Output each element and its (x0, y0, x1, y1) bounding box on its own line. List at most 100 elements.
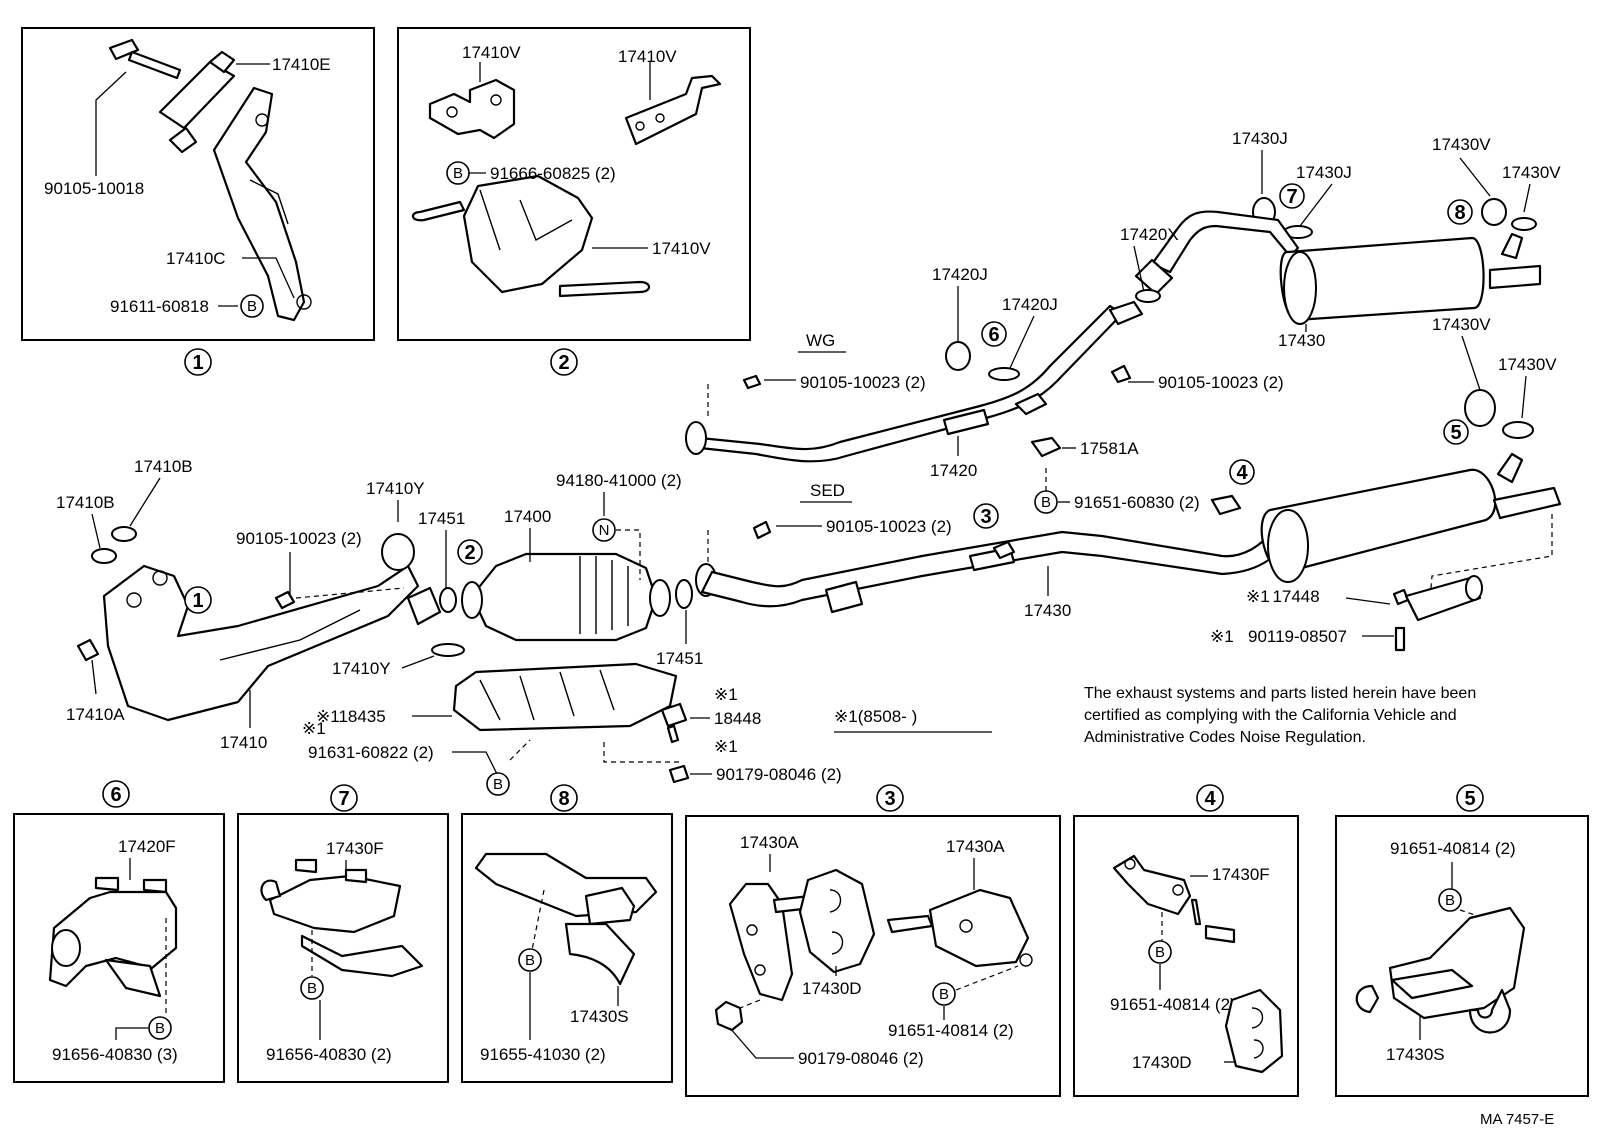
callout-star-1-a: ※1 (302, 719, 326, 738)
callout-17410E: 17410E (272, 55, 331, 74)
bolt-marker-b: B (1445, 892, 1455, 909)
callout-94180-41000: 94180-41000 (2) (556, 471, 682, 490)
callout-91611-60818: 91611-60818 (110, 297, 209, 316)
callout-17420F: 17420F (118, 837, 176, 856)
detail-box-5: 91651-40814 (2) B 17430S (1335, 815, 1589, 1097)
callout-17430A-b: 17430A (946, 837, 1005, 856)
callout-90105-10023-sed: 90105-10023 (2) (826, 517, 952, 536)
callout-17410Y-b: 17410Y (332, 659, 391, 678)
callout-17430S-a: 17430S (570, 1007, 629, 1026)
callout-90119-08507: 90119-08507 (1248, 627, 1347, 646)
certification-note-line-3: Administrative Codes Noise Regulation. (1084, 729, 1366, 746)
bolt-marker-b: B (1041, 494, 1051, 511)
callout-17451-a: 17451 (418, 509, 465, 528)
ref-marker-3: 3 (980, 506, 991, 528)
callout-17410B-a: 17410B (134, 457, 193, 476)
detail-box-3: 17430A 17430D 17430A B 91651-40814 (2) 9… (685, 815, 1061, 1097)
callout-17400: 17400 (504, 507, 551, 526)
callout-18448: 18448 (714, 709, 761, 728)
certification-note-line-1: The exhaust systems and parts listed her… (1084, 685, 1476, 702)
callout-17430F-a: 17430F (326, 839, 384, 858)
callout-17410B-b: 17410B (56, 493, 115, 512)
callout-star-18435: ※118435 (316, 707, 386, 726)
bolt-marker-b: B (493, 776, 503, 793)
callout-17410V-a: 17410V (462, 43, 521, 62)
callout-17430S-b: 17430S (1386, 1045, 1445, 1064)
callout-17410C: 17410C (166, 249, 226, 268)
box-number-1: 1 (192, 352, 203, 374)
callout-17430V-c: 17430V (1432, 315, 1491, 334)
callout-17430V-d: 17430V (1498, 355, 1557, 374)
detail-box-1: B 17410E 90105-10018 17410C 91611-60818 (21, 27, 375, 341)
callout-17410: 17410 (220, 733, 267, 752)
callout-star-8508: ※1(8508- ) (834, 707, 917, 726)
callout-17420: 17420 (930, 461, 977, 480)
ref-marker-6: 6 (988, 324, 999, 346)
bolt-marker-b: B (453, 165, 463, 182)
callout-91651-40814-c: 91651-40814 (2) (1390, 839, 1516, 858)
callout-17430-mid: 17430 (1024, 601, 1071, 620)
callout-90179-08046-a: 90179-08046 (2) (716, 765, 842, 784)
callout-91651-40814-b: 91651-40814 (2) (1110, 995, 1236, 1014)
certification-note-line-2: certified as complying with the Californ… (1084, 707, 1457, 724)
callout-17430A-a: 17430A (740, 833, 799, 852)
callout-17420J-b: 17420J (1002, 295, 1058, 314)
label-sed: SED (810, 481, 845, 500)
callout-17430V-a: 17430V (1432, 135, 1491, 154)
callout-17420X: 17420X (1120, 225, 1179, 244)
box-number-3: 3 (884, 788, 895, 810)
ref-marker-4: 4 (1236, 462, 1248, 484)
callout-17430V-b: 17430V (1502, 163, 1561, 182)
ref-marker-2: 2 (464, 542, 475, 564)
callout-17581A: 17581A (1080, 439, 1139, 458)
box-number-7: 7 (338, 788, 349, 810)
callout-17420J-a: 17420J (932, 265, 988, 284)
ref-marker-8: 8 (1454, 202, 1465, 224)
box-number-4: 4 (1204, 788, 1216, 810)
callout-17410V-b: 17410V (618, 47, 677, 66)
callout-star-1-d: ※1 (1210, 627, 1234, 646)
callout-17430D-b: 17430D (1132, 1053, 1192, 1072)
callout-90105-10023-wg2: 90105-10023 (2) (1158, 373, 1284, 392)
bolt-marker-b: B (525, 952, 535, 969)
ref-marker-1: 1 (192, 590, 203, 612)
ref-marker-5: 5 (1450, 422, 1461, 444)
detail-box-2: B 17410V 17410V 91666-60825 (2) 17410V (397, 27, 751, 341)
callout-17430F-b: 17430F (1212, 865, 1270, 884)
wg-muffler-assembly: 17430J 17430J 7 17430V 8 17430V 17420X 1… (1120, 129, 1561, 445)
box-number-6: 6 (110, 784, 121, 806)
callout-91651-40814-a: 91651-40814 (2) (888, 1021, 1014, 1040)
callout-91655-41030: 91655-41030 (2) (480, 1045, 606, 1064)
callout-91666-60825: 91666-60825 (2) (490, 164, 616, 183)
callout-17430-top: 17430 (1278, 331, 1325, 350)
callout-90105-10023-mid: 90105-10023 (2) (236, 529, 362, 548)
bolt-marker-b: B (1155, 944, 1165, 961)
box-number-2: 2 (558, 352, 569, 374)
detail-box-6: 17420F B 91656-40830 (3) (13, 813, 225, 1083)
callout-17430D-a: 17430D (802, 979, 862, 998)
callout-star-1-c: ※1 (714, 737, 738, 756)
callout-90105-10018: 90105-10018 (44, 179, 144, 198)
callout-17410Y-a: 17410Y (366, 479, 425, 498)
label-wg: WG (806, 331, 835, 350)
bolt-marker-b: B (247, 298, 257, 315)
callout-star-1-b: ※1 (714, 685, 738, 704)
callout-90105-10023-wg1: 90105-10023 (2) (800, 373, 926, 392)
callout-17410A: 17410A (66, 705, 125, 724)
ref-marker-7: 7 (1286, 186, 1297, 208)
bolt-marker-b: B (307, 980, 317, 997)
callout-17410V-c: 17410V (652, 239, 711, 258)
detail-box-8: B 91655-41030 (2) 17430S (461, 813, 673, 1083)
callout-90179-08046-b: 90179-08046 (2) (798, 1049, 924, 1068)
callout-17430J-b: 17430J (1296, 163, 1352, 182)
callout-91631-60822: 91631-60822 (2) (308, 743, 434, 762)
nut-marker-n: N (599, 522, 610, 539)
callout-17430J-a: 17430J (1232, 129, 1288, 148)
callout-17451-b: 17451 (656, 649, 703, 668)
bolt-marker-b: B (939, 986, 949, 1003)
bolt-marker-b: B (155, 1020, 165, 1037)
box-number-5: 5 (1464, 788, 1475, 810)
main-exhaust-assembly: 17410B 17410B 1 17410A 17410 90105-10023… (56, 452, 1562, 796)
